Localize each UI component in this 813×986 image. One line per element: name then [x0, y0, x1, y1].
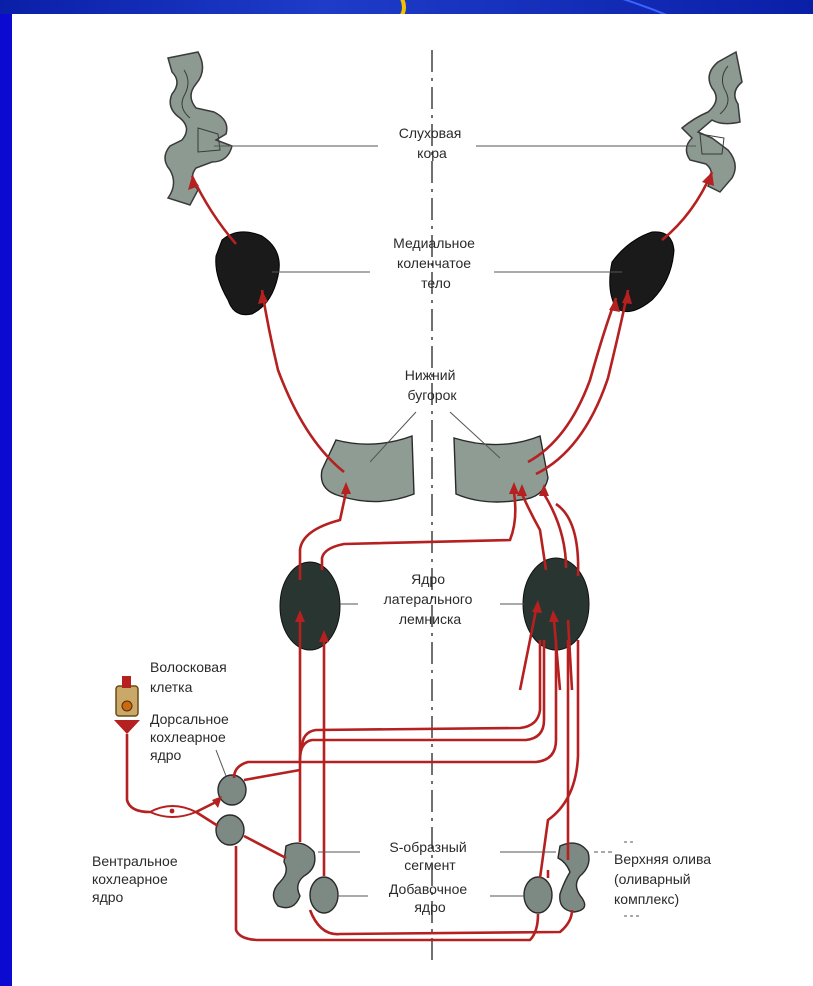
- ventral-cochlear-label: Вентральное кохлеарное ядро: [92, 853, 182, 905]
- auditory-pathway-diagram: Слуховая кора Медиальное коленчатое тело…: [12, 14, 813, 986]
- right-s-segment: [558, 843, 589, 912]
- lateral-lemniscus-label: Ядро латерального лемниска: [384, 571, 477, 627]
- left-inferior-colliculus: [321, 436, 414, 502]
- left-accessory-nucleus: [310, 877, 338, 913]
- left-auditory-cortex: [165, 52, 232, 205]
- diagram-panel: Слуховая кора Медиальное коленчатое тело…: [12, 14, 813, 986]
- left-s-segment: [273, 843, 314, 908]
- medial-geniculate-label: Медиальное коленчатое тело: [393, 235, 479, 291]
- right-inferior-colliculus: [454, 436, 548, 502]
- left-medial-geniculate: [216, 232, 280, 315]
- right-auditory-cortex: [682, 52, 742, 192]
- left-lateral-lemniscus-nucleus: [280, 562, 340, 650]
- accessory-nucleus-label: Добавочное ядро: [389, 881, 471, 915]
- ventral-cochlear-nucleus: [216, 815, 244, 845]
- dorsal-cochlear-label: Дорсальное кохлеарное ядро: [150, 711, 233, 763]
- s-segment-label: S-образный сегмент: [389, 839, 470, 873]
- right-accessory-nucleus: [524, 877, 552, 913]
- superior-olive-label: Верхняя олива (оливарный комплекс): [614, 851, 715, 907]
- hair-cell-icon: [114, 676, 140, 734]
- hair-cell-label: Волосковая клетка: [150, 659, 231, 695]
- dorsal-cochlear-nucleus: [218, 775, 246, 805]
